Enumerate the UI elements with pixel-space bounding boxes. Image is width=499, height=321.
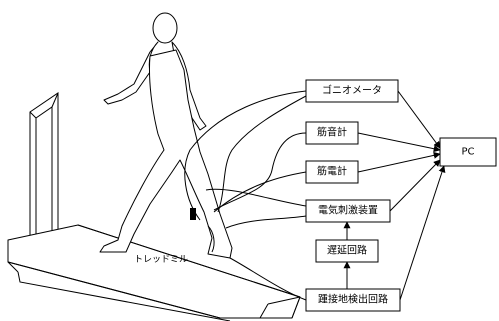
box-goniometer: ゴニオメータ bbox=[305, 79, 399, 103]
box-foot-off-detector: 踵接地検出回路 bbox=[305, 288, 401, 312]
wire-stimulator-2 bbox=[225, 215, 307, 229]
treadmill-deck bbox=[7, 224, 301, 321]
arrow-goniometer-to-pc bbox=[397, 90, 441, 149]
leg-sensor-strap bbox=[207, 225, 215, 253]
walking-person-figure bbox=[99, 12, 233, 259]
wire-goniometer-2 bbox=[217, 95, 307, 213]
box-delay: 遅延回路 bbox=[315, 239, 379, 263]
box-stimulator: 電気刺激装置 bbox=[305, 199, 391, 223]
box-foot-off-detector-label: 踵接地検出回路 bbox=[318, 293, 388, 306]
box-pc-label: PC bbox=[461, 147, 474, 158]
box-goniometer-label: ゴニオメータ bbox=[322, 84, 382, 97]
wire-emg-elec bbox=[213, 171, 307, 213]
box-emg-elec: 筋電計 bbox=[305, 160, 359, 184]
leg-sensor-pad bbox=[190, 208, 196, 220]
wire-stimulator bbox=[205, 188, 307, 207]
arrow-emg-elec-to-pc bbox=[357, 151, 441, 173]
arrow-detector-to-pc bbox=[399, 165, 446, 301]
box-emg-elec-label: 筋電計 bbox=[317, 165, 347, 178]
wire-emg-mech bbox=[213, 132, 307, 211]
wire-foot-sensor bbox=[229, 257, 307, 301]
treadmill-label: トレッドミル bbox=[134, 255, 188, 265]
wire-goniometer bbox=[184, 90, 307, 221]
arrow-stimulator-to-pc bbox=[389, 159, 441, 212]
box-emg-mech: 筋音計 bbox=[305, 121, 359, 145]
treadmill-handrail bbox=[28, 92, 59, 246]
box-delay-label: 遅延回路 bbox=[327, 244, 367, 257]
box-stimulator-label: 電気刺激装置 bbox=[318, 204, 378, 217]
arrow-emg-mech-to-pc bbox=[357, 132, 441, 153]
box-pc: PC bbox=[439, 137, 497, 167]
box-emg-mech-label: 筋音計 bbox=[317, 126, 347, 139]
